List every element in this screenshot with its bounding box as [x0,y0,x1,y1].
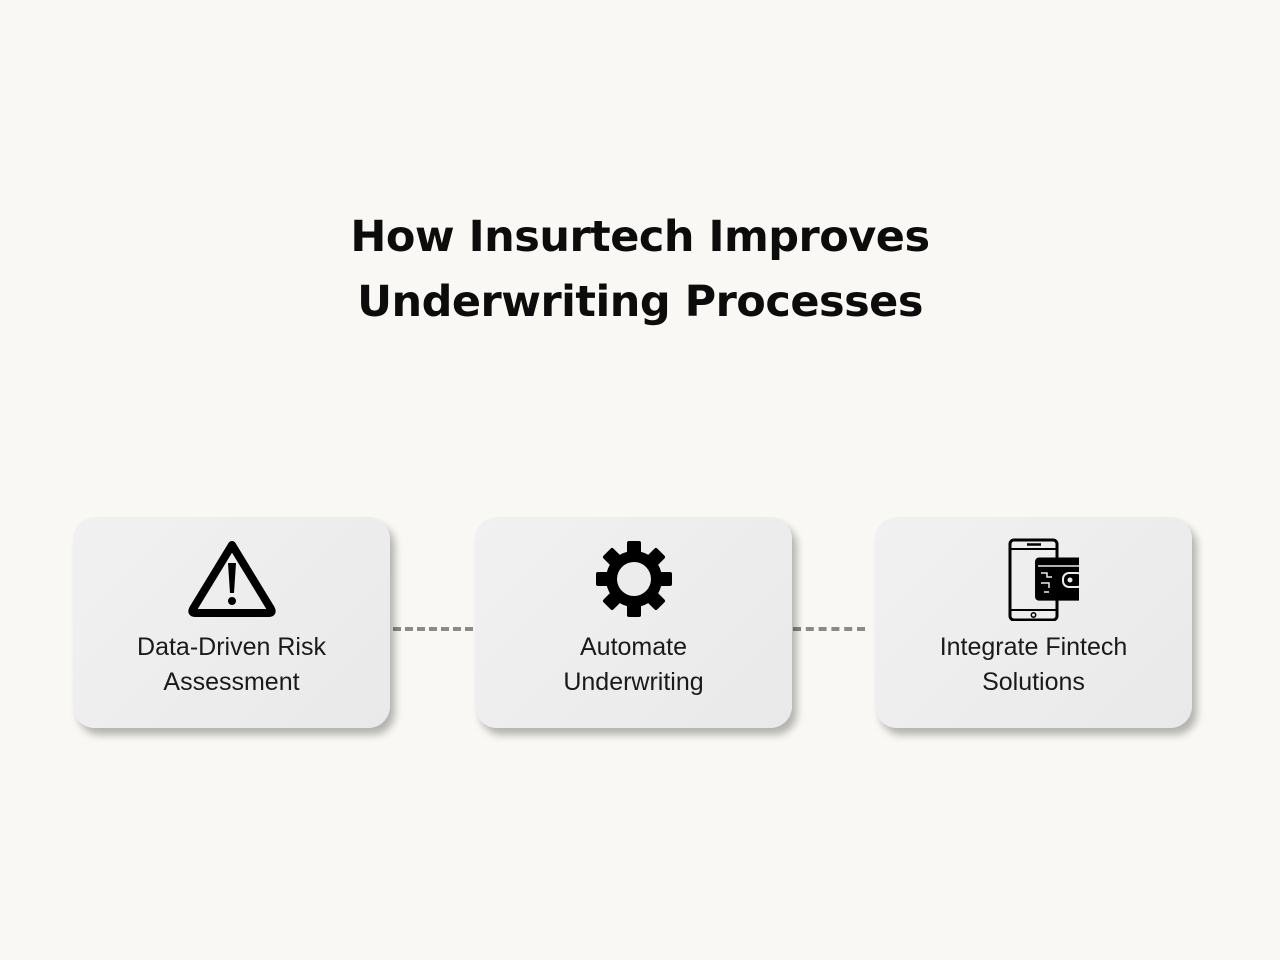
diagram-title: How Insurtech Improves Underwriting Proc… [0,205,1280,335]
title-line-2: Underwriting Processes [357,277,923,327]
gear-icon [595,541,672,617]
warning-icon [187,541,276,617]
title-line-1: How Insurtech Improves [350,212,930,262]
connector-1-2 [393,627,473,631]
connector-2-3 [793,627,865,631]
mobile-wallet-icon [1008,538,1079,621]
